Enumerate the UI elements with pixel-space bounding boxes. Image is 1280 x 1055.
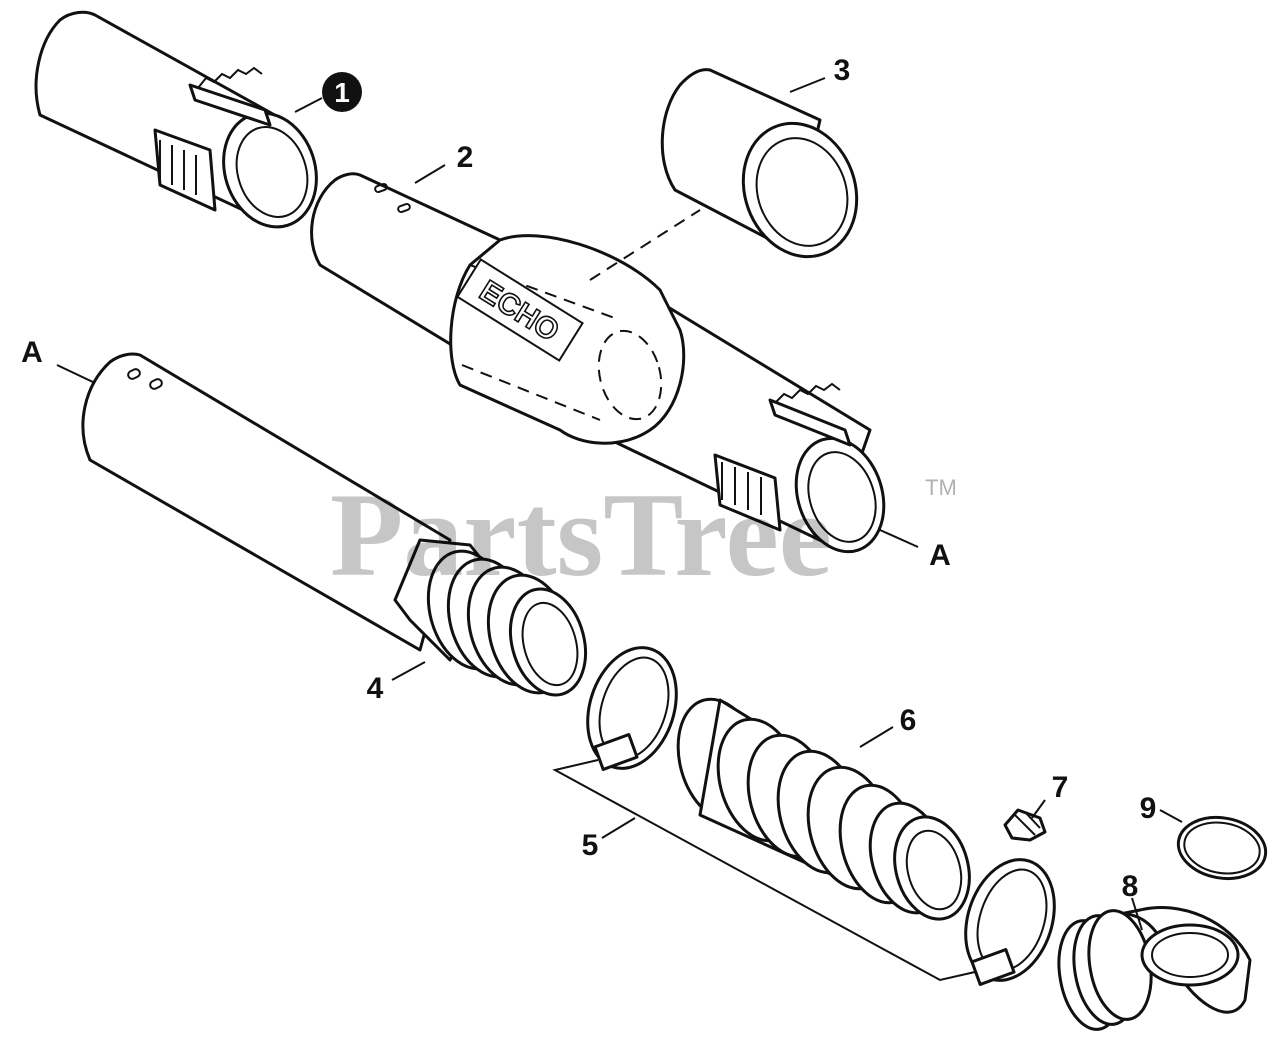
leader-a-right [879, 529, 919, 548]
callout-6: 6 [900, 704, 917, 737]
callout-a-left: A [21, 336, 43, 369]
part-4-tube[interactable] [81, 352, 597, 703]
leader-7 [1031, 799, 1046, 819]
part-3-sleeve[interactable] [660, 68, 875, 273]
leader-2 [414, 164, 446, 184]
callout-4: 4 [367, 672, 384, 705]
leader-4 [391, 661, 426, 681]
callout-1-badge [322, 72, 362, 112]
callout-1: 1 [334, 77, 350, 108]
watermark: PartsTree [330, 468, 832, 601]
callout-7: 7 [1052, 771, 1069, 804]
part-8-elbow[interactable] [1051, 905, 1252, 1035]
leader-5 [601, 817, 636, 839]
callout-3: 3 [834, 54, 851, 87]
leader-1 [294, 97, 323, 113]
part-8-ribs [1057, 909, 1153, 1031]
clamp-upper[interactable] [573, 636, 691, 780]
callout-9: 9 [1140, 792, 1157, 825]
part-7-clip[interactable] [1003, 808, 1047, 842]
alignment-line [589, 209, 701, 281]
clamp-lower[interactable] [951, 848, 1069, 992]
leader-3 [789, 77, 826, 93]
part-9-oring[interactable] [1173, 811, 1270, 885]
part-2-tube[interactable]: ECHO [310, 172, 898, 563]
leader-6 [859, 726, 894, 748]
leader-9 [1159, 809, 1183, 823]
leader-a-left [56, 364, 96, 384]
part-1-tube[interactable] [34, 10, 331, 239]
part-4-corrugation [426, 549, 587, 697]
leader-8 [1131, 897, 1143, 931]
callout-2: 2 [457, 141, 474, 174]
callout-a-right: A [929, 539, 951, 572]
callout-8: 8 [1122, 870, 1139, 903]
part-6-bellows[interactable] [665, 690, 980, 928]
group-5-bracket [552, 759, 976, 982]
watermark-trademark: TM [925, 475, 957, 500]
callout-5: 5 [582, 829, 599, 862]
part-6-folds [716, 717, 971, 921]
